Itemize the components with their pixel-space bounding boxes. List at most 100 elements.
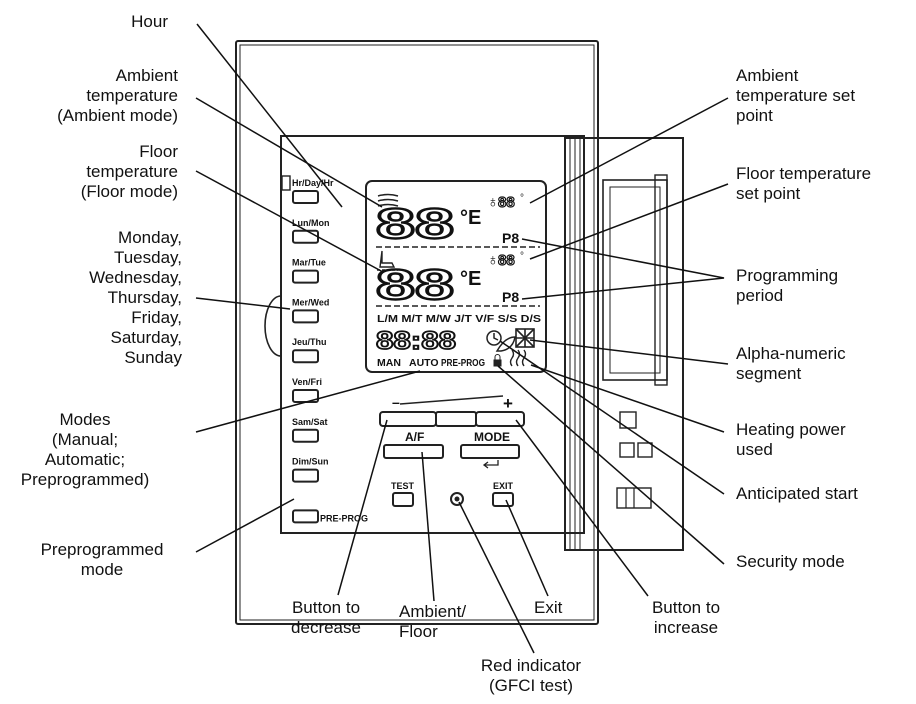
heat-drop-icon: ♁ — [487, 252, 499, 269]
decrease-button[interactable] — [379, 411, 437, 427]
heat-drop-icon: ♁ — [487, 194, 499, 211]
leader-exit — [505, 499, 549, 597]
increase-button[interactable] — [475, 411, 525, 427]
day-button[interactable] — [292, 190, 319, 204]
callout-line: Security mode — [736, 552, 845, 571]
callout-line: Friday, — [131, 308, 182, 327]
callout-line: Preprogrammed — [40, 540, 164, 559]
lcd-frame — [365, 180, 547, 373]
day-button[interactable] — [292, 229, 319, 244]
callout-line: Button to — [651, 598, 721, 617]
slope-line — [399, 395, 504, 405]
callout-modes: Modes(Manual;Automatic;Preprogrammed) — [0, 410, 170, 490]
plus-sign: + — [503, 394, 513, 413]
ambient-temp-unit: °E — [460, 207, 481, 229]
day-button-label: Dim/Sun — [292, 457, 329, 467]
mode-button[interactable] — [460, 444, 520, 459]
callout-line: Heating power — [736, 420, 846, 439]
callout-line: Ambient — [115, 66, 178, 85]
callout-line: increase — [653, 618, 719, 637]
day-button[interactable] — [292, 509, 319, 524]
test-label: TEST — [391, 481, 415, 491]
callout-line: Saturday, — [110, 328, 182, 347]
callout-line: Alpha-numeric — [736, 344, 846, 363]
leader-preprog — [195, 498, 295, 553]
device-body — [235, 40, 684, 625]
day-button-label: Mar/Tue — [292, 258, 326, 268]
leader-red-indicator — [458, 501, 535, 654]
day-button-label: Sam/Sat — [292, 417, 328, 427]
setpoint-bar: – + — [379, 394, 525, 427]
day-button[interactable] — [292, 428, 319, 443]
leader-floor-setpoint — [529, 183, 729, 260]
clock-digits: 88:88 — [376, 327, 456, 355]
callout-line: Button to — [291, 598, 361, 617]
mode-preprog: PRE-PROG — [441, 357, 485, 369]
ambient-setpoint-degree: ° — [520, 193, 524, 204]
callout-line: temperature — [86, 86, 178, 105]
callout-line: Floor — [399, 622, 438, 641]
red-indicator-center — [454, 496, 460, 502]
test-button[interactable] — [392, 492, 414, 507]
callout-days: Monday,Tuesday,Wednesday,Thursday,Friday… — [89, 228, 182, 368]
day-button-label: PRE-PROG — [320, 513, 368, 523]
leader-alpha-segment — [529, 339, 729, 365]
callout-line: segment — [736, 364, 802, 383]
day-button[interactable] — [292, 309, 319, 324]
callout-line: (GFCI test) — [488, 676, 574, 695]
leader-lines — [195, 23, 729, 654]
day-button-label: Jeu/Thu — [292, 337, 327, 347]
back-plate — [235, 40, 599, 625]
callout-line: (Manual; — [51, 430, 119, 449]
callout-security: Security mode — [736, 552, 845, 572]
callout-line: Preprogrammed) — [20, 470, 150, 489]
day-button[interactable] — [292, 349, 319, 364]
callout-line: Ambient/ — [399, 602, 467, 621]
callout-line: Monday, — [118, 228, 182, 247]
ambient-period: P8 — [502, 230, 519, 246]
floor-setpoint-degree: ° — [520, 251, 524, 262]
day-button[interactable] — [292, 269, 319, 284]
side-clip — [654, 174, 668, 386]
day-button-label: Ven/Fri — [292, 377, 322, 387]
leader-days — [195, 297, 291, 310]
side-connector — [637, 442, 653, 458]
back-plate-inner — [239, 44, 595, 621]
security-lock-icon — [493, 354, 502, 367]
day-button-label: Hr/Day/Hr — [292, 178, 334, 188]
callout-line: Sunday — [124, 348, 182, 367]
af-label: A/F — [405, 430, 424, 444]
leader-ambient-floor — [421, 451, 435, 602]
day-button-label: Mer/Wed — [292, 297, 329, 307]
anticipated-start-icon — [486, 330, 516, 352]
day-button[interactable] — [292, 468, 319, 483]
mode-man: MAN — [377, 357, 401, 369]
enter-arrow-icon — [482, 460, 499, 469]
callout-line: temperature — [86, 162, 178, 181]
front-cover — [280, 135, 585, 534]
hinge-arc — [264, 295, 282, 357]
day-row: L/M M/T M/W J/T V/F S/S D/S — [377, 313, 541, 325]
callout-line: temperature set — [736, 86, 856, 105]
callout-line: Floor temperature — [736, 164, 872, 183]
callout-line: mode — [80, 560, 124, 579]
callout-line: Anticipated start — [736, 484, 858, 503]
exit-label: EXIT — [493, 481, 514, 491]
floor-temp-digits: 88 — [376, 261, 454, 309]
callout-line: Programming — [736, 266, 839, 285]
floor-mode-icon — [377, 250, 398, 271]
af-button[interactable] — [383, 444, 444, 459]
callout-line: decrease — [291, 618, 361, 637]
exit-button[interactable] — [492, 492, 514, 507]
leader-increase — [515, 419, 649, 597]
